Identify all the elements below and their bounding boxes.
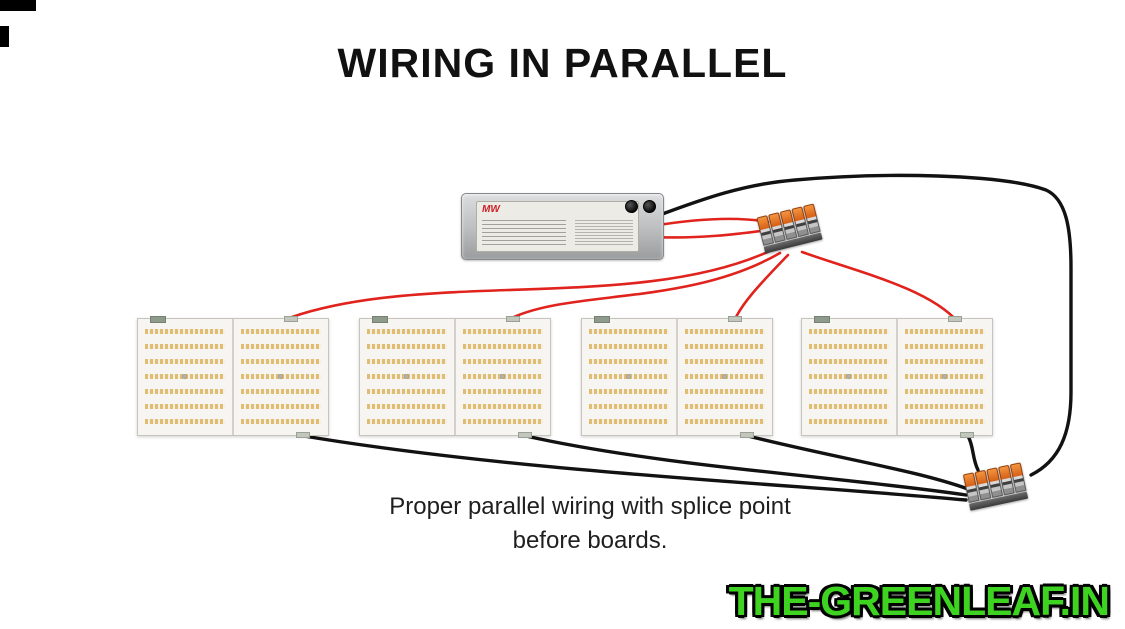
mounting-hole [404,374,409,379]
board-wire-connector [372,316,388,323]
board-half [582,319,676,435]
adjust-knob [643,200,656,213]
board-wire-connector [518,432,532,438]
caption-text: Proper parallel wiring with splice point… [330,490,850,558]
black-wire [966,434,980,472]
led-driver: MW [461,193,664,260]
board-wire-connector [594,316,610,323]
page-title: WIRING IN PARALLEL [337,40,788,86]
black-wire [302,434,968,502]
caption-line-1: Proper parallel wiring with splice point [389,493,791,520]
mounting-hole [626,374,631,379]
board-half [234,319,328,435]
spec-text-lines [482,220,566,246]
board-half [898,319,992,435]
red-wire [650,217,770,228]
black-wire [655,173,1073,477]
board-half [456,319,550,435]
mounting-hole [182,374,187,379]
board-wire-connector [814,316,830,323]
red-wire [512,251,782,319]
led-board-2 [359,316,551,438]
board-wire-connector [728,316,742,322]
led-board-1 [137,316,329,438]
board-wire-connector [948,316,962,322]
red-wire [734,253,790,319]
caption-line-2: before boards. [512,527,668,554]
spec-text-lines [575,220,633,246]
red-wire [650,228,770,239]
board-wire-connector [740,432,754,438]
board-wire-connector [960,432,974,438]
red-wire [290,248,774,319]
led-board-4 [801,316,993,438]
red-wire [800,250,960,324]
video-artifact-bar [0,26,9,47]
board-wire-connector [150,316,166,323]
mounting-hole [846,374,851,379]
mounting-hole [500,374,505,379]
watermark-logo: THE-GREENLEAF.IN [728,578,1110,624]
board-wire-connector [506,316,520,322]
board-wire-connector [296,432,310,438]
mounting-hole [278,374,283,379]
mounting-hole [722,374,727,379]
adjust-knob [625,200,638,213]
driver-spec-label: MW [476,201,639,252]
mean-well-logo: MW [482,204,500,215]
video-artifact-bar [0,0,36,11]
board-half [678,319,772,435]
black-wire [524,434,968,497]
board-wire-connector [284,316,298,322]
led-board-3 [581,316,773,438]
board-half [802,319,896,435]
board-half [360,319,454,435]
black-wire [746,434,970,491]
mounting-hole [942,374,947,379]
board-half [138,319,232,435]
